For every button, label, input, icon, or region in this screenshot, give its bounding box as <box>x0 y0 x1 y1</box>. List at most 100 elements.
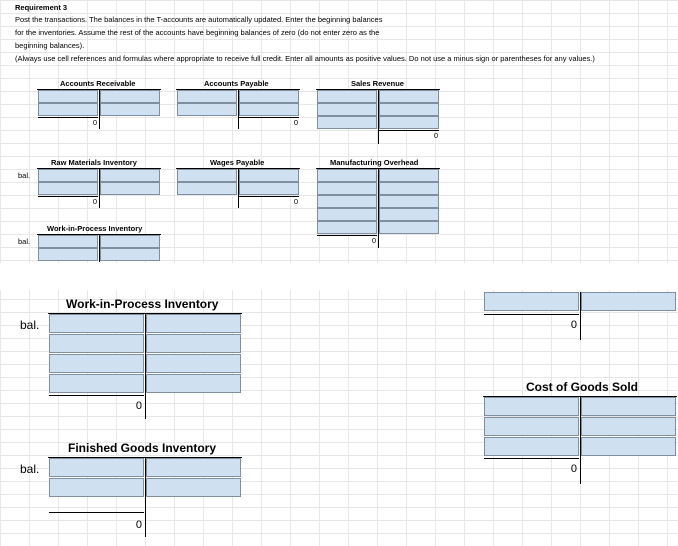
rm-bal-label: bal. <box>18 171 31 180</box>
right-top-debit-input[interactable] <box>484 292 579 311</box>
t-account-title-ap: Accounts Payable <box>204 79 269 88</box>
wip-small-credit-input-2[interactable] <box>100 248 160 261</box>
t-account-title-wip-small: Work-in-Process Inventory <box>47 224 143 233</box>
wages-debit-input-1[interactable] <box>177 169 237 182</box>
moh-debit-input-1[interactable] <box>317 169 377 182</box>
wages-credit-input-2[interactable] <box>239 182 299 195</box>
moh-debit-input-3[interactable] <box>317 195 377 208</box>
t-account-title-cogs: Cost of Goods Sold <box>526 380 638 394</box>
cogs-debit-input-1[interactable] <box>484 397 579 416</box>
fg-debit-input-1[interactable] <box>49 478 144 497</box>
cogs-debit-input-3[interactable] <box>484 437 579 456</box>
moh-credit-input-2[interactable] <box>379 182 439 195</box>
moh-credit-input-4[interactable] <box>379 208 439 221</box>
wip-large-credit-input-2[interactable] <box>146 334 241 353</box>
ar-total-line <box>38 117 98 118</box>
wages-debit-input-2[interactable] <box>177 182 237 195</box>
sales-debit-input-3[interactable] <box>317 116 377 129</box>
wages-credit-input-1[interactable] <box>239 169 299 182</box>
fg-beginning-balance-input[interactable] <box>49 458 144 477</box>
wip-large-debit-input-2[interactable] <box>49 354 144 373</box>
wip-small-beginning-balance-input[interactable] <box>38 235 98 248</box>
sales-total-line <box>379 130 439 131</box>
rm-total-line <box>38 196 98 197</box>
ar-credit-input-2[interactable] <box>100 103 160 116</box>
wip-small-debit-input-1[interactable] <box>38 248 98 261</box>
ar-debit-input-2[interactable] <box>38 103 98 116</box>
fg-total-line <box>49 512 144 513</box>
rm-debit-input-1[interactable] <box>38 182 98 195</box>
sales-balance: 0 <box>433 131 438 140</box>
t-account-divider-fg <box>145 457 146 537</box>
ap-debit-input-2[interactable] <box>177 103 237 116</box>
rm-beginning-balance-input[interactable] <box>38 169 98 182</box>
wip-large-credit-input-4[interactable] <box>146 374 241 393</box>
moh-total-line <box>317 235 377 236</box>
ar-balance: 0 <box>92 118 97 127</box>
cogs-total-line <box>484 458 579 459</box>
t-account-divider-moh <box>378 168 379 248</box>
moh-debit-input-5[interactable] <box>317 221 377 234</box>
ap-debit-input-1[interactable] <box>177 90 237 103</box>
t-account-divider-cogs <box>580 396 581 484</box>
moh-credit-input-1[interactable] <box>379 169 439 182</box>
wip-large-bal-label: bal. <box>20 318 40 332</box>
rm-credit-input-1[interactable] <box>100 169 160 182</box>
t-account-title-rm: Raw Materials Inventory <box>51 158 137 167</box>
wip-small-bal-label: bal. <box>18 237 31 246</box>
moh-balance: 0 <box>371 236 376 245</box>
wages-total-line <box>239 196 299 197</box>
t-account-title-ar: Accounts Receivable <box>60 79 136 88</box>
t-account-divider-ar <box>99 89 100 129</box>
instruction-line-2: for the inventories. Assume the rest of … <box>15 28 380 37</box>
sales-debit-input-1[interactable] <box>317 90 377 103</box>
ar-credit-input-1[interactable] <box>100 90 160 103</box>
t-account-divider-ap <box>238 89 239 129</box>
zoom-gap <box>0 263 678 290</box>
instruction-line-1: Post the transactions. The balances in t… <box>15 15 383 24</box>
sales-credit-input-1[interactable] <box>379 90 439 103</box>
right-top-total-line <box>484 314 579 315</box>
cogs-debit-input-2[interactable] <box>484 417 579 436</box>
t-account-divider-wip-small <box>99 234 100 262</box>
moh-debit-input-4[interactable] <box>317 208 377 221</box>
moh-credit-input-5[interactable] <box>379 221 439 234</box>
wip-small-credit-input-1[interactable] <box>100 235 160 248</box>
t-account-divider-right-top <box>580 292 581 340</box>
moh-debit-input-2[interactable] <box>317 182 377 195</box>
wip-large-beginning-balance-input[interactable] <box>49 314 144 333</box>
wip-large-debit-input-1[interactable] <box>49 334 144 353</box>
sales-credit-input-3[interactable] <box>379 116 439 129</box>
t-account-title-wages: Wages Payable <box>210 158 265 167</box>
fg-credit-input-1[interactable] <box>146 458 241 477</box>
cogs-credit-input-1[interactable] <box>581 397 676 416</box>
right-top-balance: 0 <box>570 319 577 331</box>
moh-credit-input-3[interactable] <box>379 195 439 208</box>
instruction-line-3: beginning balances). <box>15 41 85 50</box>
requirement-title: Requirement 3 <box>15 3 68 12</box>
wip-large-debit-input-3[interactable] <box>49 374 144 393</box>
t-account-divider-wages <box>238 168 239 208</box>
rm-credit-input-2[interactable] <box>100 182 160 195</box>
wip-large-credit-input-1[interactable] <box>146 314 241 333</box>
fg-credit-input-2[interactable] <box>146 478 241 497</box>
right-top-credit-input[interactable] <box>581 292 676 311</box>
wip-large-credit-input-3[interactable] <box>146 354 241 373</box>
t-account-divider-rm <box>99 168 100 208</box>
instruction-note: (Always use cell references and formulas… <box>15 54 595 63</box>
ap-credit-input-2[interactable] <box>239 103 299 116</box>
t-account-title-fg: Finished Goods Inventory <box>68 441 217 455</box>
ap-balance: 0 <box>293 118 298 127</box>
fg-balance: 0 <box>135 519 142 531</box>
cogs-credit-input-3[interactable] <box>581 437 676 456</box>
ap-credit-input-1[interactable] <box>239 90 299 103</box>
cogs-balance: 0 <box>570 463 577 475</box>
sales-debit-input-2[interactable] <box>317 103 377 116</box>
sales-credit-input-2[interactable] <box>379 103 439 116</box>
ap-total-line <box>239 117 299 118</box>
ar-debit-input-1[interactable] <box>38 90 98 103</box>
fg-bal-label: bal. <box>20 462 40 476</box>
wip-large-balance: 0 <box>135 400 142 412</box>
t-account-title-moh: Manufacturing Overhead <box>330 158 419 167</box>
cogs-credit-input-2[interactable] <box>581 417 676 436</box>
